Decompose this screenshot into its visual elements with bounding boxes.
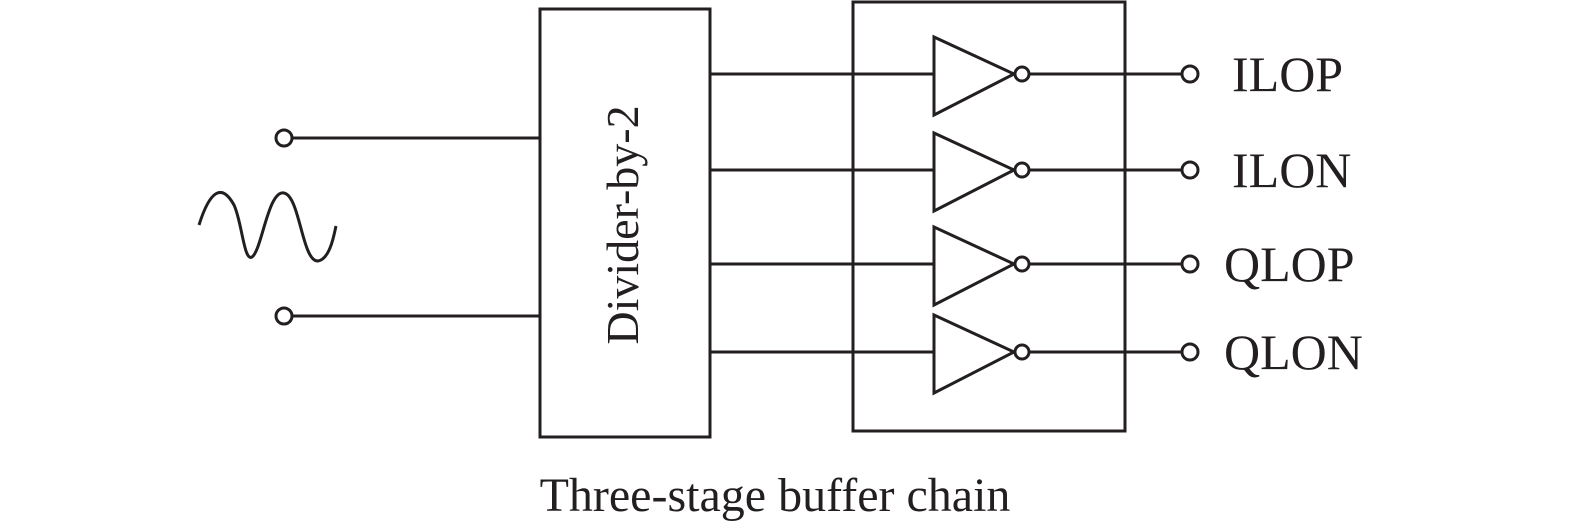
output-pin bbox=[1180, 342, 1200, 362]
inverter-bubble bbox=[1013, 65, 1031, 83]
output-pin bbox=[1180, 64, 1200, 84]
divider-block bbox=[538, 7, 712, 439]
buffer-row: QLOP bbox=[710, 224, 1355, 308]
buffer-row: ILON bbox=[710, 130, 1351, 214]
buffer-row: QLON bbox=[710, 312, 1363, 396]
diagram-title: Three-stage buffer chain bbox=[540, 469, 1011, 522]
output-label: QLOP bbox=[1224, 236, 1355, 292]
input-pin-top bbox=[274, 128, 294, 148]
buffer-block bbox=[851, 0, 1127, 433]
inverter-bubble bbox=[1013, 343, 1031, 361]
output-label: QLON bbox=[1224, 324, 1363, 380]
input-pin-bottom bbox=[274, 306, 294, 326]
divider-label: Divider-by-2 bbox=[597, 105, 648, 344]
inverter-triangle bbox=[932, 224, 1018, 308]
output-pin bbox=[1180, 254, 1200, 274]
output-label: ILON bbox=[1232, 142, 1351, 198]
inverter-bubble bbox=[1013, 255, 1031, 273]
buffer-row: ILOP bbox=[710, 34, 1343, 118]
inverter-bubble bbox=[1013, 161, 1031, 179]
inverter-triangle bbox=[932, 34, 1018, 118]
sine-wave-icon bbox=[197, 191, 338, 263]
inverter-triangle bbox=[932, 130, 1018, 214]
inverter-triangle bbox=[932, 312, 1018, 396]
output-label: ILOP bbox=[1232, 46, 1343, 102]
output-pin bbox=[1180, 160, 1200, 180]
